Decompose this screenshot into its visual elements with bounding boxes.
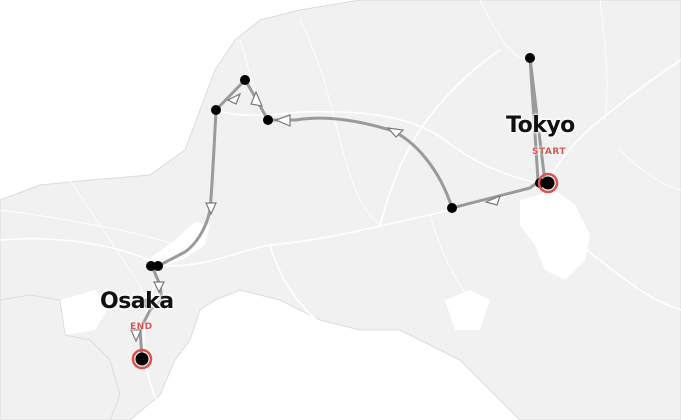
ring-dot-icon (131, 348, 153, 370)
direction-arrows (130, 90, 501, 343)
chevron-triangle-icon (205, 202, 217, 216)
chevron-triangle-icon (130, 329, 142, 343)
terminal-start[interactable] (537, 172, 559, 194)
stop-marker[interactable] (211, 105, 221, 115)
city-label-tokyo: Tokyo (506, 113, 575, 138)
stop-marker[interactable] (525, 53, 535, 63)
filled-dot-icon (541, 176, 555, 190)
chevron-triangle-icon (153, 281, 165, 294)
ring-dot-icon (537, 172, 559, 194)
chevron-triangle-icon (226, 92, 242, 105)
stop-marker[interactable] (447, 203, 457, 213)
end-label: END (130, 322, 153, 332)
filled-dot-icon (135, 352, 149, 366)
stop-marker[interactable] (146, 261, 156, 271)
stop-marker[interactable] (143, 298, 153, 308)
chevron-triangle-icon (274, 114, 291, 127)
city-label-osaka: Osaka (100, 289, 174, 314)
stop-marker[interactable] (153, 261, 163, 271)
start-label: START (532, 147, 567, 157)
chevron-triangle-icon (250, 90, 263, 107)
chevron-triangle-icon (484, 194, 501, 206)
stop-marker[interactable] (240, 75, 250, 85)
route-path (130, 56, 547, 360)
stop-marker[interactable] (263, 115, 273, 125)
terminal-end[interactable] (131, 348, 153, 370)
chevron-triangle-icon (386, 127, 405, 138)
